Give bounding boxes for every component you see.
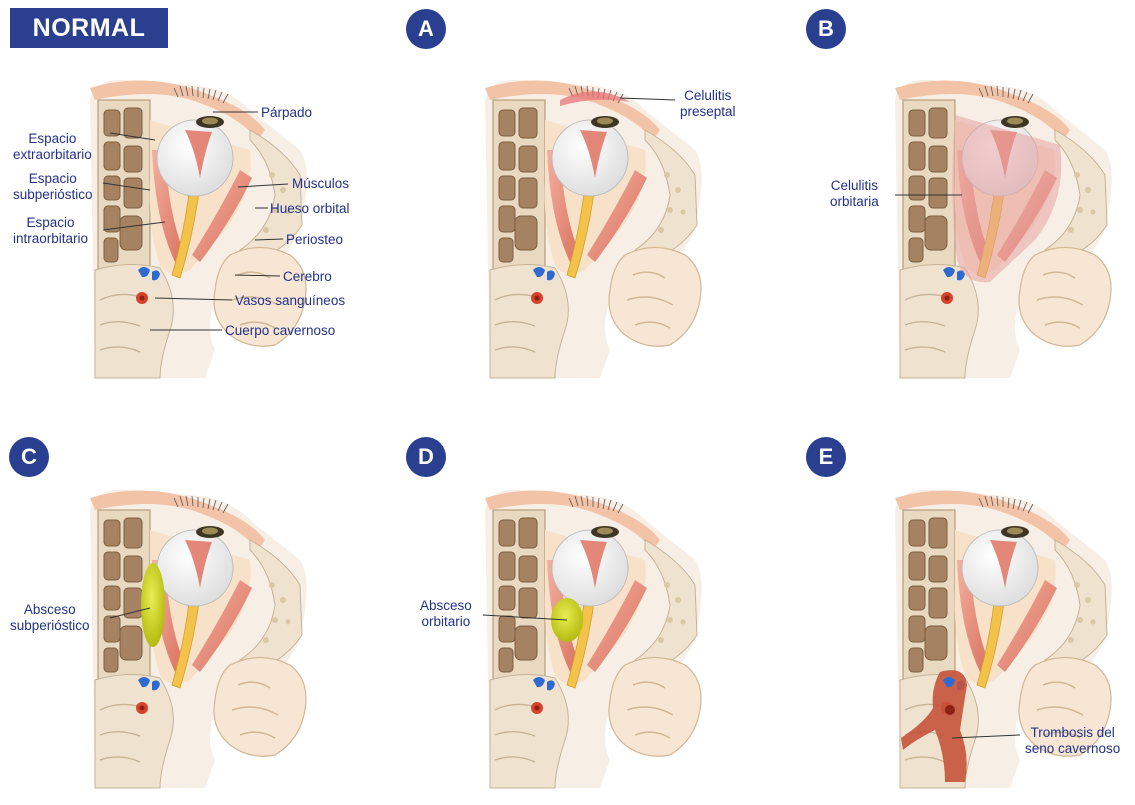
normal-badge: NORMAL	[10, 8, 168, 48]
badge-b: B	[806, 9, 846, 49]
badge-a: A	[406, 9, 446, 49]
label-musculos: Músculos	[292, 176, 349, 192]
label-absceso-subperiostico: Absceso subperióstico	[10, 602, 90, 634]
label-celulitis-orbitaria: Celulitis orbitaria	[830, 178, 879, 210]
badge-d: D	[406, 437, 446, 477]
label-cuerpo-cavernoso: Cuerpo cavernoso	[225, 323, 335, 339]
label-parpado: Párpado	[261, 105, 312, 121]
label-trombosis-seno-cavernoso: Trombosis del seno cavernoso	[1025, 725, 1120, 757]
label-espacio-extraorbitario: Espacio extraorbitario	[13, 131, 92, 163]
panel-a	[395, 0, 773, 395]
label-vasos-sanguineos: Vasos sanguíneos	[235, 293, 345, 309]
label-espacio-intraorbitario: Espacio intraorbitario	[13, 215, 88, 247]
label-celulitis-preseptal: Celulitis preseptal	[680, 88, 736, 120]
badge-c: C	[9, 437, 49, 477]
label-periosteo: Periosteo	[286, 232, 343, 248]
label-hueso-orbital: Hueso orbital	[270, 201, 350, 217]
label-cerebro: Cerebro	[283, 269, 332, 285]
anatomy-preseptal-illustration	[395, 0, 773, 395]
label-absceso-orbitario: Absceso orbitario	[420, 598, 472, 630]
label-espacio-subperiostico: Espacio subperióstico	[13, 171, 93, 203]
badge-e: E	[806, 437, 846, 477]
